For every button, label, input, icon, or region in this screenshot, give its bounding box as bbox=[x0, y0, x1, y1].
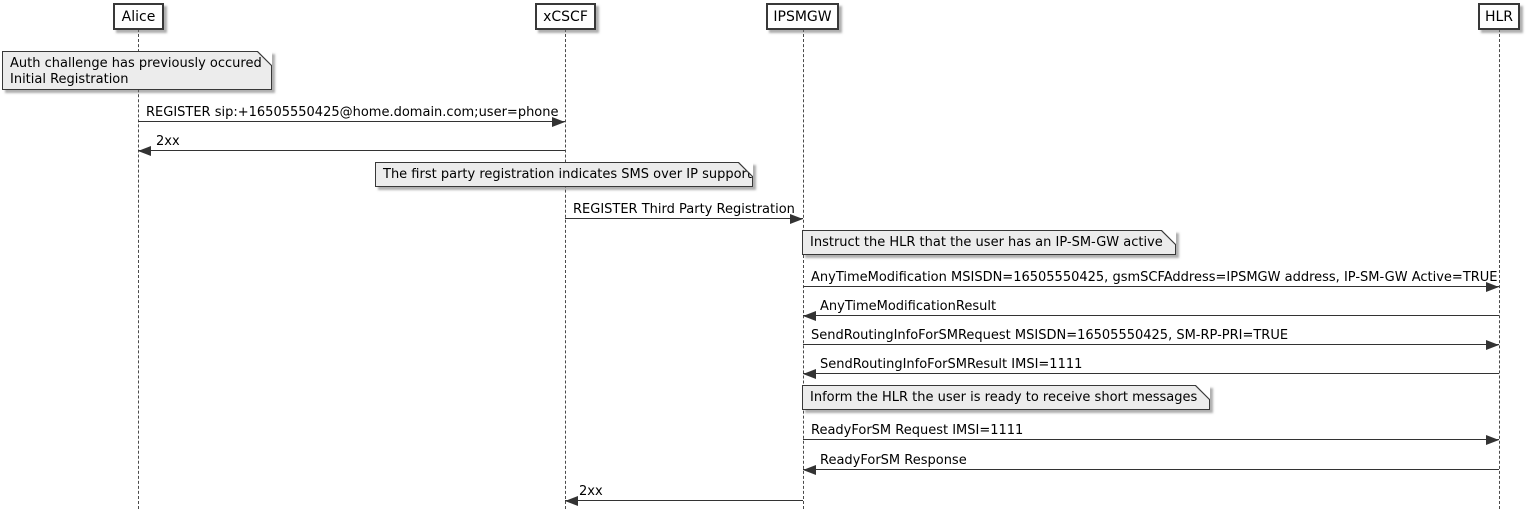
lifeline-alice bbox=[138, 29, 139, 509]
note-inform-hlr-ready: Inform the HLR the user is ready to rece… bbox=[802, 385, 1210, 410]
message-label: AnyTimeModification MSISDN=16505550425, … bbox=[811, 270, 1498, 285]
message-label: SendRoutingInfoForSMRequest MSISDN=16505… bbox=[811, 328, 1289, 343]
message-label: AnyTimeModificationResult bbox=[820, 299, 997, 314]
message-2xx-final: 2xx bbox=[565, 485, 803, 506]
message-label: SendRoutingInfoForSMResult IMSI=1111 bbox=[820, 357, 1083, 372]
message-sendroutinginfo-result: SendRoutingInfoForSMResult IMSI=1111 bbox=[803, 358, 1499, 379]
message-register-third-party: REGISTER Third Party Registration bbox=[565, 203, 803, 224]
arrowhead-right-icon bbox=[552, 117, 565, 127]
arrowhead-left-icon bbox=[803, 465, 816, 475]
participant-xcscf-label: xCSCF bbox=[543, 8, 588, 25]
message-2xx-response: 2xx bbox=[138, 135, 565, 156]
note-line: Instruct the HLR that the user has an IP… bbox=[810, 235, 1163, 250]
arrowhead-left-icon bbox=[565, 496, 578, 506]
note-instruct-hlr: Instruct the HLR that the user has an IP… bbox=[802, 230, 1176, 255]
participant-ipsmgw-label: IPSMGW bbox=[773, 8, 832, 25]
arrowhead-right-icon bbox=[1486, 282, 1499, 292]
note-fold-icon bbox=[1195, 385, 1210, 400]
arrowhead-left-icon bbox=[803, 311, 816, 321]
note-first-party-registration: The first party registration indicates S… bbox=[375, 162, 753, 187]
message-anytimemodification: AnyTimeModification MSISDN=16505550425, … bbox=[803, 271, 1499, 292]
note-line: Inform the HLR the user is ready to rece… bbox=[810, 390, 1198, 405]
participant-hlr-label: HLR bbox=[1484, 8, 1514, 25]
participant-xcscf: xCSCF bbox=[535, 3, 596, 30]
message-label: REGISTER Third Party Registration bbox=[573, 202, 795, 217]
note-fold-icon bbox=[1161, 230, 1176, 245]
message-readyforsm-response: ReadyForSM Response bbox=[803, 454, 1499, 475]
participant-hlr: HLR bbox=[1478, 3, 1520, 30]
note-fold-icon bbox=[738, 162, 753, 177]
message-anytimemodification-result: AnyTimeModificationResult bbox=[803, 300, 1499, 321]
lifeline-xcscf bbox=[565, 29, 566, 509]
message-label: 2xx bbox=[579, 484, 603, 499]
participant-alice: Alice bbox=[113, 3, 164, 30]
note-line: The first party registration indicates S… bbox=[383, 167, 752, 182]
message-label: ReadyForSM Response bbox=[820, 453, 967, 468]
message-label: REGISTER sip:+16505550425@home.domain.co… bbox=[146, 105, 559, 120]
arrowhead-left-icon bbox=[138, 146, 151, 156]
lifeline-ipsmgw bbox=[803, 29, 804, 509]
message-register-sip: REGISTER sip:+16505550425@home.domain.co… bbox=[138, 106, 565, 127]
arrowhead-left-icon bbox=[803, 369, 816, 379]
message-readyforsm-request: ReadyForSM Request IMSI=1111 bbox=[803, 424, 1499, 445]
message-label: ReadyForSM Request IMSI=1111 bbox=[811, 423, 1024, 438]
message-label: 2xx bbox=[156, 134, 180, 149]
note-line: Initial Registration bbox=[10, 72, 129, 87]
note-fold-icon bbox=[257, 51, 272, 66]
note-auth-challenge: Auth challenge has previously occured In… bbox=[2, 51, 272, 90]
note-line: Auth challenge has previously occured bbox=[10, 56, 262, 71]
message-sendroutinginfo-request: SendRoutingInfoForSMRequest MSISDN=16505… bbox=[803, 329, 1499, 350]
arrowhead-right-icon bbox=[790, 214, 803, 224]
arrowhead-right-icon bbox=[1486, 435, 1499, 445]
participant-alice-label: Alice bbox=[121, 8, 156, 25]
lifeline-hlr bbox=[1499, 29, 1500, 509]
participant-ipsmgw: IPSMGW bbox=[766, 3, 839, 30]
arrowhead-right-icon bbox=[1486, 340, 1499, 350]
